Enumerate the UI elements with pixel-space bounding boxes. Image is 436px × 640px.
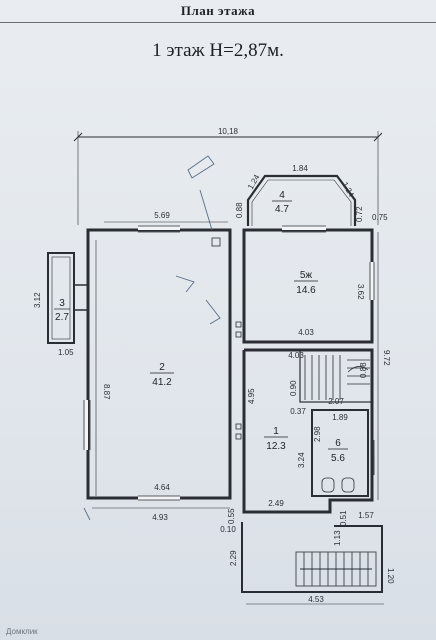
- svg-text:41.2: 41.2: [152, 377, 172, 388]
- dim-bottom-055: 0.55: [227, 508, 236, 524]
- dim-terrace-step: 1.20: [386, 568, 395, 584]
- dim-room1-mid: 3.24: [297, 452, 306, 468]
- svg-text:4.7: 4.7: [275, 204, 289, 215]
- dim-left-bottom: 4.93: [152, 513, 168, 522]
- dim-terrace-small: 1.13: [333, 530, 342, 546]
- dim-stair-small: 0.90: [289, 380, 298, 396]
- watermark-text: Домклик: [6, 627, 38, 636]
- dim-bay-depth-left: 0.88: [235, 202, 244, 218]
- dim-terrace-width: 4.53: [308, 595, 324, 604]
- svg-text:5.6: 5.6: [331, 453, 345, 464]
- terrace-outline: [241, 522, 383, 593]
- svg-text:4: 4: [279, 190, 285, 201]
- dim-room6-width: 1.89: [332, 413, 348, 422]
- dim-room1-left: 4.95: [247, 388, 256, 404]
- dim-porch-height: 3.12: [33, 292, 42, 308]
- dim-bay-depth-right2: 0.75: [372, 213, 388, 222]
- svg-text:2: 2: [159, 362, 165, 373]
- title-bar: План этажа: [0, 0, 436, 23]
- svg-text:2.7: 2.7: [55, 312, 69, 323]
- bay-window-outline: [246, 174, 357, 226]
- dim-bottom-157: 1.57: [358, 511, 374, 520]
- dim-stair-small2: 0.88: [359, 362, 368, 378]
- sink-fixture: [341, 477, 355, 493]
- dim-terrace-height: 2.29: [229, 550, 238, 566]
- dim-room6-height: 2.98: [313, 426, 322, 442]
- room-label-3: 3 2.7: [54, 298, 70, 323]
- dim-stair-width: 4.03: [288, 351, 304, 360]
- dim-bay-right: 1.24: [340, 181, 356, 199]
- dim-right-height: 9.72: [382, 350, 391, 366]
- svg-text:3: 3: [59, 298, 65, 309]
- staircase: [299, 349, 373, 403]
- svg-text:1: 1: [273, 426, 279, 437]
- toilet-fixture: [321, 477, 335, 493]
- svg-text:5ж: 5ж: [300, 270, 313, 281]
- room-3-walls: [47, 252, 75, 344]
- page-title: План этажа: [180, 3, 256, 18]
- dim-overall-width: 10,18: [218, 127, 239, 136]
- dim-porch-width: 1.05: [58, 348, 74, 357]
- terrace-stairs: [295, 551, 377, 587]
- floor-label: 1 этаж H=2,87м.: [152, 40, 284, 61]
- dim-bay-depth-right: 0.72: [355, 206, 364, 222]
- svg-text:12.3: 12.3: [266, 441, 286, 452]
- dim-left-top-width: 5.69: [154, 211, 170, 220]
- dim-room5-height: 3.62: [356, 284, 365, 300]
- dim-corridor-gap: 0.37: [290, 407, 306, 416]
- room-label-1: 1 12.3: [264, 426, 288, 452]
- dim-bottom-051: 0.51: [339, 510, 348, 526]
- room-6-walls: [311, 409, 369, 497]
- dim-bottom-010: 0.10: [220, 525, 236, 534]
- pencil-annotations: [83, 155, 221, 521]
- dim-room5-width: 4.03: [298, 328, 314, 337]
- room-label-2: 2 41.2: [150, 362, 174, 388]
- svg-text:6: 6: [335, 438, 341, 449]
- room-label-4: 4 4.7: [272, 190, 292, 215]
- room-label-5: 5ж 14.6: [294, 270, 318, 296]
- svg-text:14.6: 14.6: [296, 285, 316, 296]
- dim-room1-bottom: 2.49: [268, 499, 284, 508]
- room-1-walls: [242, 348, 374, 514]
- dim-stair-w2: 2.07: [328, 397, 344, 406]
- dim-bay-left: 1.24: [246, 173, 262, 191]
- dim-bay-top: 1.84: [292, 164, 308, 173]
- dim-room2-height: 8.87: [102, 384, 111, 400]
- room-label-6: 6 5.6: [328, 438, 348, 464]
- dim-room2-bottom: 4.64: [154, 483, 170, 492]
